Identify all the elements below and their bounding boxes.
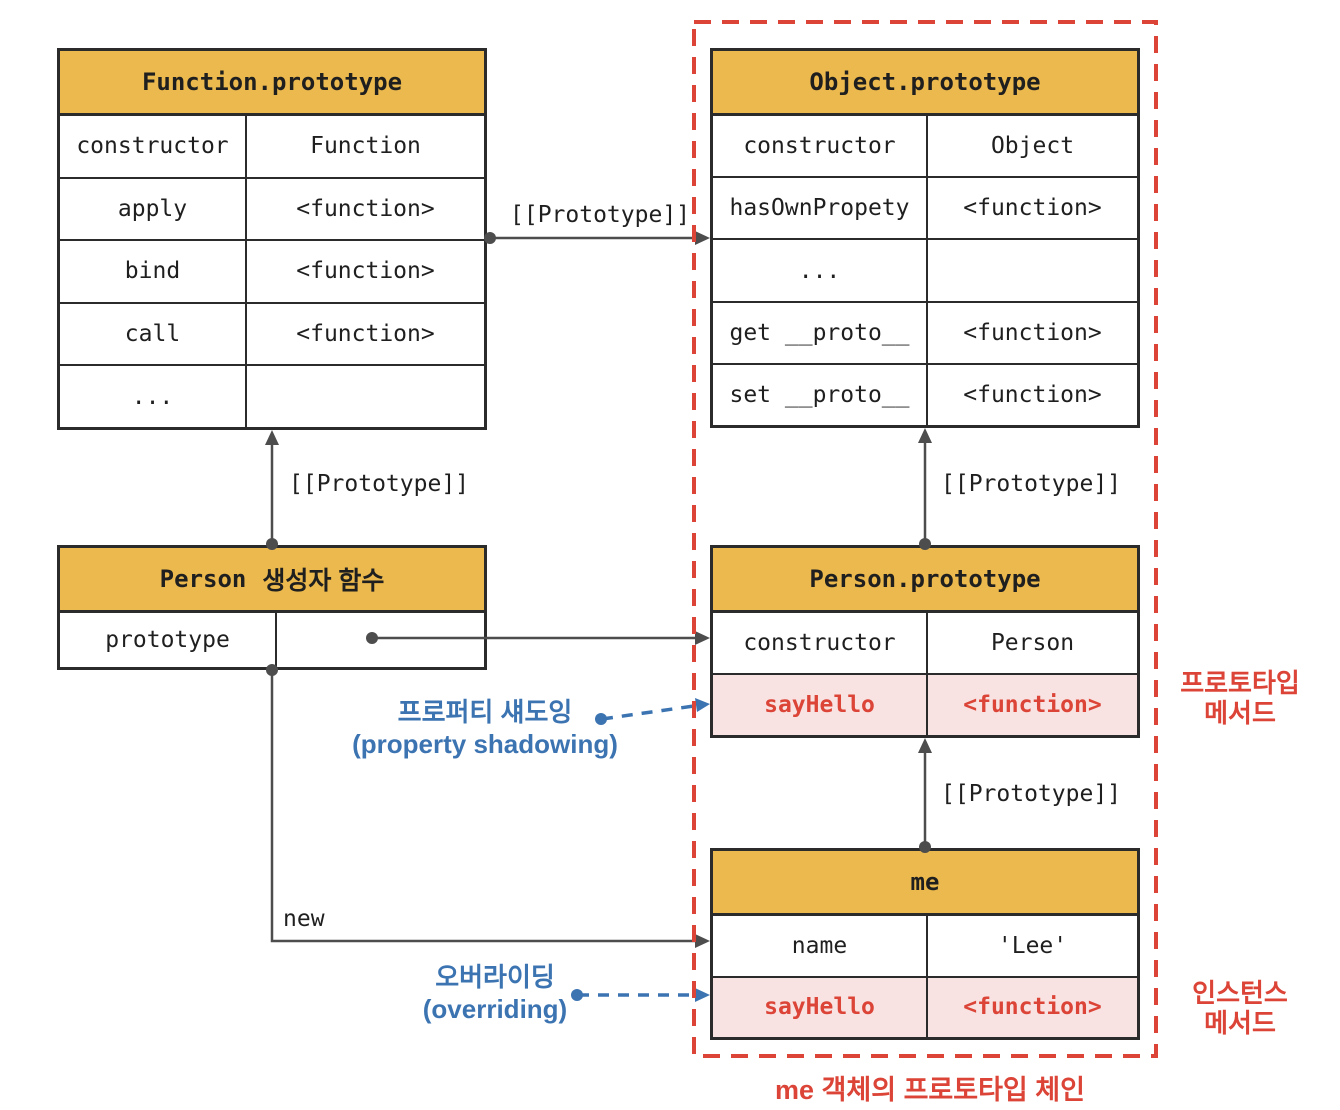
- row-value: <function>: [926, 302, 1137, 363]
- table-header: me: [713, 851, 1137, 916]
- instance-method-label: 인스턴스 메서드: [1162, 978, 1318, 1038]
- label-line: 메서드: [1204, 698, 1276, 728]
- arrowhead-right: [695, 934, 710, 948]
- row-value: Person: [926, 613, 1137, 673]
- row-value: <function>: [926, 977, 1137, 1037]
- table-row: constructor Function: [60, 116, 484, 177]
- label-line: 메서드: [1204, 1008, 1276, 1038]
- table-header: Person.prototype: [713, 548, 1137, 613]
- row-key: name: [791, 932, 848, 959]
- label-line: 프로토타입: [1180, 668, 1300, 698]
- prototype-edge-label: [[Prototype]]: [289, 471, 470, 497]
- table-person-prototype: Person.prototype constructor Person sayH…: [710, 545, 1140, 738]
- arrowhead-right-blue: [695, 698, 710, 712]
- table-title-code: Person: [159, 565, 247, 593]
- prototype-edge-label: [[Prototype]]: [941, 471, 1122, 497]
- row-key: get __proto__: [729, 319, 910, 346]
- row-key: call: [124, 321, 181, 348]
- arrowhead-up: [265, 430, 279, 445]
- arrowhead-right: [695, 631, 710, 645]
- table-row: apply <function>: [60, 176, 484, 240]
- table-row: constructor Person: [713, 613, 1137, 673]
- table-row: constructor Object: [713, 116, 1137, 177]
- row-value: <function>: [245, 178, 484, 240]
- new-edge-label: new: [283, 906, 325, 932]
- table-title: Person.prototype: [809, 565, 1041, 593]
- row-key: constructor: [743, 630, 896, 656]
- table-person-constructor: Person 생성자 함수 prototype: [57, 545, 487, 670]
- property-shadowing-annotation: 프로퍼티 섀도잉 (property shadowing): [330, 696, 640, 760]
- row-key: set __proto__: [729, 381, 910, 408]
- table-header: Function.prototype: [60, 51, 484, 116]
- table-object-prototype: Object.prototype constructor Object hasO…: [710, 48, 1140, 428]
- row-key: sayHello: [764, 994, 875, 1021]
- row-key: ...: [798, 257, 841, 284]
- row-key: constructor: [743, 133, 896, 160]
- arrowhead-up: [918, 428, 932, 443]
- row-value: 'Lee': [926, 916, 1137, 976]
- row-key: bind: [124, 258, 181, 285]
- table-row: ...: [713, 238, 1137, 301]
- table-title: Object.prototype: [809, 68, 1041, 96]
- row-value: Function: [245, 116, 484, 177]
- row-value: <function>: [926, 364, 1137, 426]
- prototype-chain-caption: me 객체의 프로토타입 체인: [775, 1075, 1085, 1105]
- row-value: <function>: [926, 178, 1137, 239]
- annotation-korean: 프로퍼티 섀도잉: [397, 697, 573, 727]
- row-key: sayHello: [764, 692, 875, 718]
- arrowhead-right: [695, 231, 710, 245]
- prototype-edge-label: [[Prototype]]: [941, 781, 1122, 807]
- table-row: call <function>: [60, 301, 484, 365]
- row-key: apply: [117, 195, 188, 222]
- table-row: hasOwnPropety <function>: [713, 176, 1137, 239]
- table-me: me name 'Lee' sayHello <function>: [710, 848, 1140, 1040]
- arrowhead-up: [918, 738, 932, 753]
- label-line: 인스턴스: [1192, 978, 1288, 1008]
- table-row-highlight-sayhello: sayHello <function>: [713, 673, 1137, 735]
- overriding-annotation: 오버라이딩 (overriding): [370, 961, 620, 1025]
- row-key: constructor: [76, 133, 229, 160]
- table-row: get __proto__ <function>: [713, 300, 1137, 363]
- table-header: Object.prototype: [713, 51, 1137, 116]
- table-row: set __proto__ <function>: [713, 362, 1137, 426]
- row-key: prototype: [105, 627, 230, 653]
- table-row: ...: [60, 364, 484, 427]
- table-function-prototype: Function.prototype constructor Function …: [57, 48, 487, 430]
- prototype-method-label: 프로토타입 메서드: [1162, 668, 1318, 728]
- row-value: [275, 613, 484, 667]
- row-value: [245, 366, 484, 427]
- annotation-english: (overriding): [422, 994, 568, 1024]
- row-value: <function>: [926, 675, 1137, 735]
- row-key: hasOwnPropety: [729, 195, 910, 222]
- table-row: name 'Lee': [713, 916, 1137, 976]
- table-row-highlight-sayhello: sayHello <function>: [713, 975, 1137, 1037]
- prototype-edge-label: [[Prototype]]: [510, 202, 691, 228]
- row-key: ...: [131, 383, 174, 410]
- row-value: [926, 240, 1137, 301]
- row-value: Object: [926, 116, 1137, 177]
- table-header: Person 생성자 함수: [60, 548, 484, 613]
- table-row: prototype: [60, 613, 484, 667]
- row-value: <function>: [245, 303, 484, 365]
- annotation-korean: 오버라이딩: [435, 962, 555, 992]
- table-row: bind <function>: [60, 239, 484, 302]
- table-title: me: [910, 868, 940, 896]
- table-title: Function.prototype: [141, 68, 403, 96]
- arrowhead-right-blue: [695, 988, 710, 1002]
- row-value: <function>: [245, 241, 484, 302]
- table-title-korean: 생성자 함수: [262, 567, 385, 595]
- annotation-english: (property shadowing): [352, 729, 618, 759]
